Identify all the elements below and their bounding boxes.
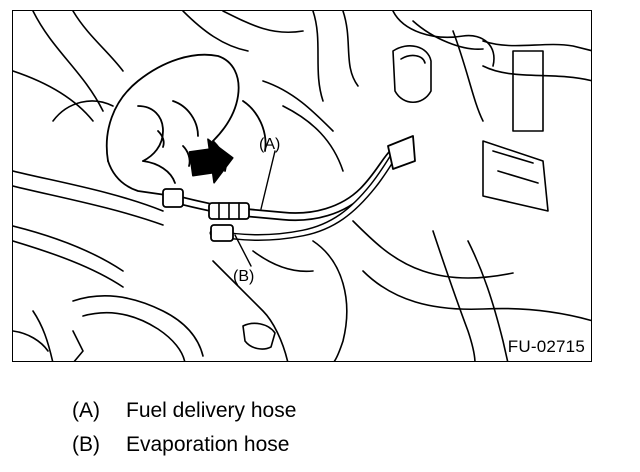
legend-key: (B) [72, 433, 100, 456]
legend-text: Evaporation hose [126, 433, 290, 456]
callout-b-leader [234, 234, 252, 267]
callout-b-label: (B) [233, 268, 254, 285]
hand-outline [105, 53, 267, 197]
figure-code: FU-02715 [507, 337, 585, 356]
legend-item: (B) Evaporation hose [72, 428, 296, 462]
direction-arrow-icon [188, 138, 234, 184]
callout-a-label: (A) [259, 136, 280, 153]
legend-text: Fuel delivery hose [126, 399, 297, 422]
legend-item: (A) Fuel delivery hose [72, 394, 296, 428]
engine-background-lines [13, 11, 591, 361]
legend-key: (A) [72, 399, 100, 422]
callout-a-leader [260, 150, 276, 210]
engine-bay-illustration: (A) (B) [13, 11, 591, 361]
fuel-delivery-hose [162, 148, 398, 222]
diagram-figure: (A) (B) FU-02715 [12, 10, 592, 362]
hose-bracket [387, 135, 416, 170]
evaporation-hose [209, 147, 401, 242]
legend: (A) Fuel delivery hose (B) Evaporation h… [72, 394, 296, 462]
